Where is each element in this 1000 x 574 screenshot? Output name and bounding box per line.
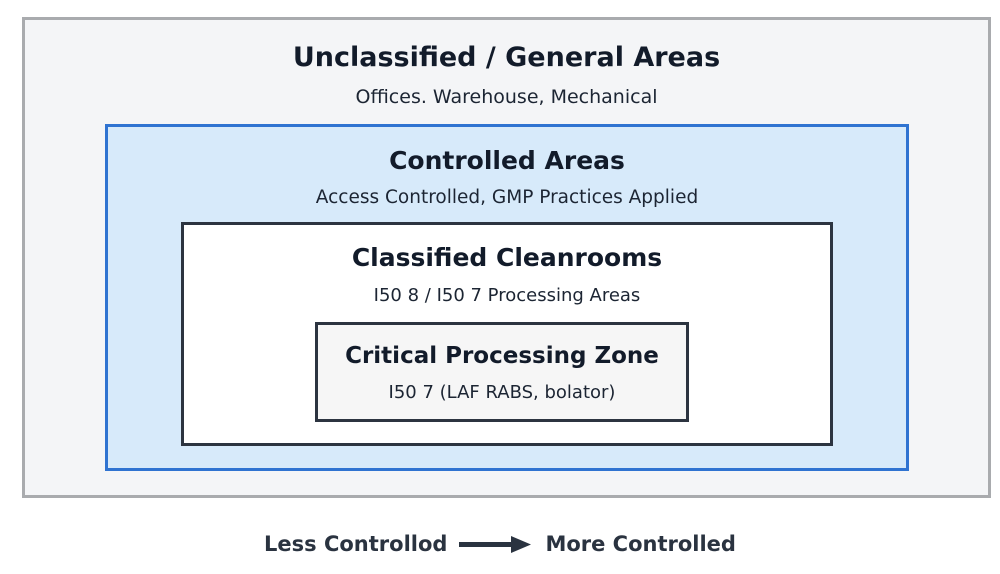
zone-title: Unclassified / General Areas bbox=[292, 42, 721, 73]
zone-critical-processing: Critical Processing Zone I50 7 (LAF RABS… bbox=[315, 322, 689, 422]
zone-subtitle: Offices. Warehouse, Mechanical bbox=[355, 86, 658, 108]
zone-title: Classified Cleanrooms bbox=[351, 243, 663, 272]
legend-less-controlled: Less Controllod bbox=[264, 532, 448, 556]
zone-subtitle: I50 7 (LAF RABS, bolator) bbox=[388, 382, 616, 403]
right-arrow-icon bbox=[459, 534, 533, 554]
zone-title: Controlled Areas bbox=[389, 146, 625, 175]
control-gradient-legend: Less Controllod More Controlled bbox=[0, 527, 1000, 561]
zone-subtitle: Access Controlled, GMP Practices Applied bbox=[315, 187, 699, 208]
zone-title: Critical Processing Zone bbox=[345, 343, 659, 369]
legend-more-controlled: More Controlled bbox=[545, 532, 736, 556]
zone-subtitle: I50 8 / I50 7 Processing Areas bbox=[373, 285, 641, 306]
